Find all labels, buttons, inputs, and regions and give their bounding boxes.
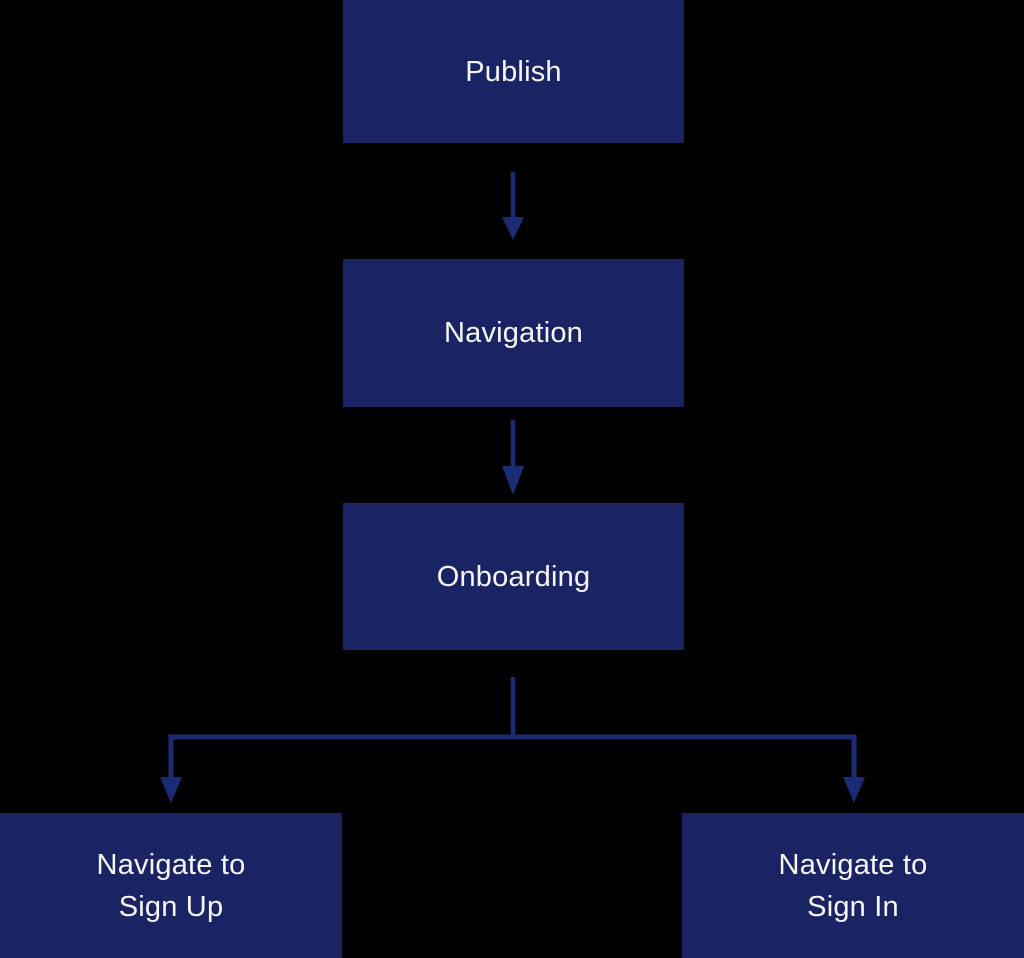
arrowhead-onboarding-signin	[843, 777, 865, 803]
arrowhead-publish-navigation	[502, 217, 524, 240]
arrowhead-navigation-onboarding	[502, 466, 524, 495]
edge-onboarding-split-bar	[168, 734, 857, 780]
node-navigate-sign-in-label: Navigate to Sign In	[778, 848, 928, 923]
node-onboarding-label: Onboarding	[436, 560, 591, 593]
node-navigation: Navigation	[343, 259, 684, 407]
node-navigate-sign-up: Navigate to Sign Up	[0, 813, 342, 958]
node-navigate-sign-up-label: Navigate to Sign Up	[96, 848, 246, 923]
node-navigation-label: Navigation	[443, 317, 584, 349]
node-publish: Publish	[343, 0, 684, 143]
node-publish-label: Publish	[465, 55, 562, 88]
node-onboarding: Onboarding	[343, 503, 684, 650]
arrowhead-onboarding-signup	[160, 777, 182, 803]
node-navigate-sign-in: Navigate to Sign In	[682, 813, 1024, 958]
